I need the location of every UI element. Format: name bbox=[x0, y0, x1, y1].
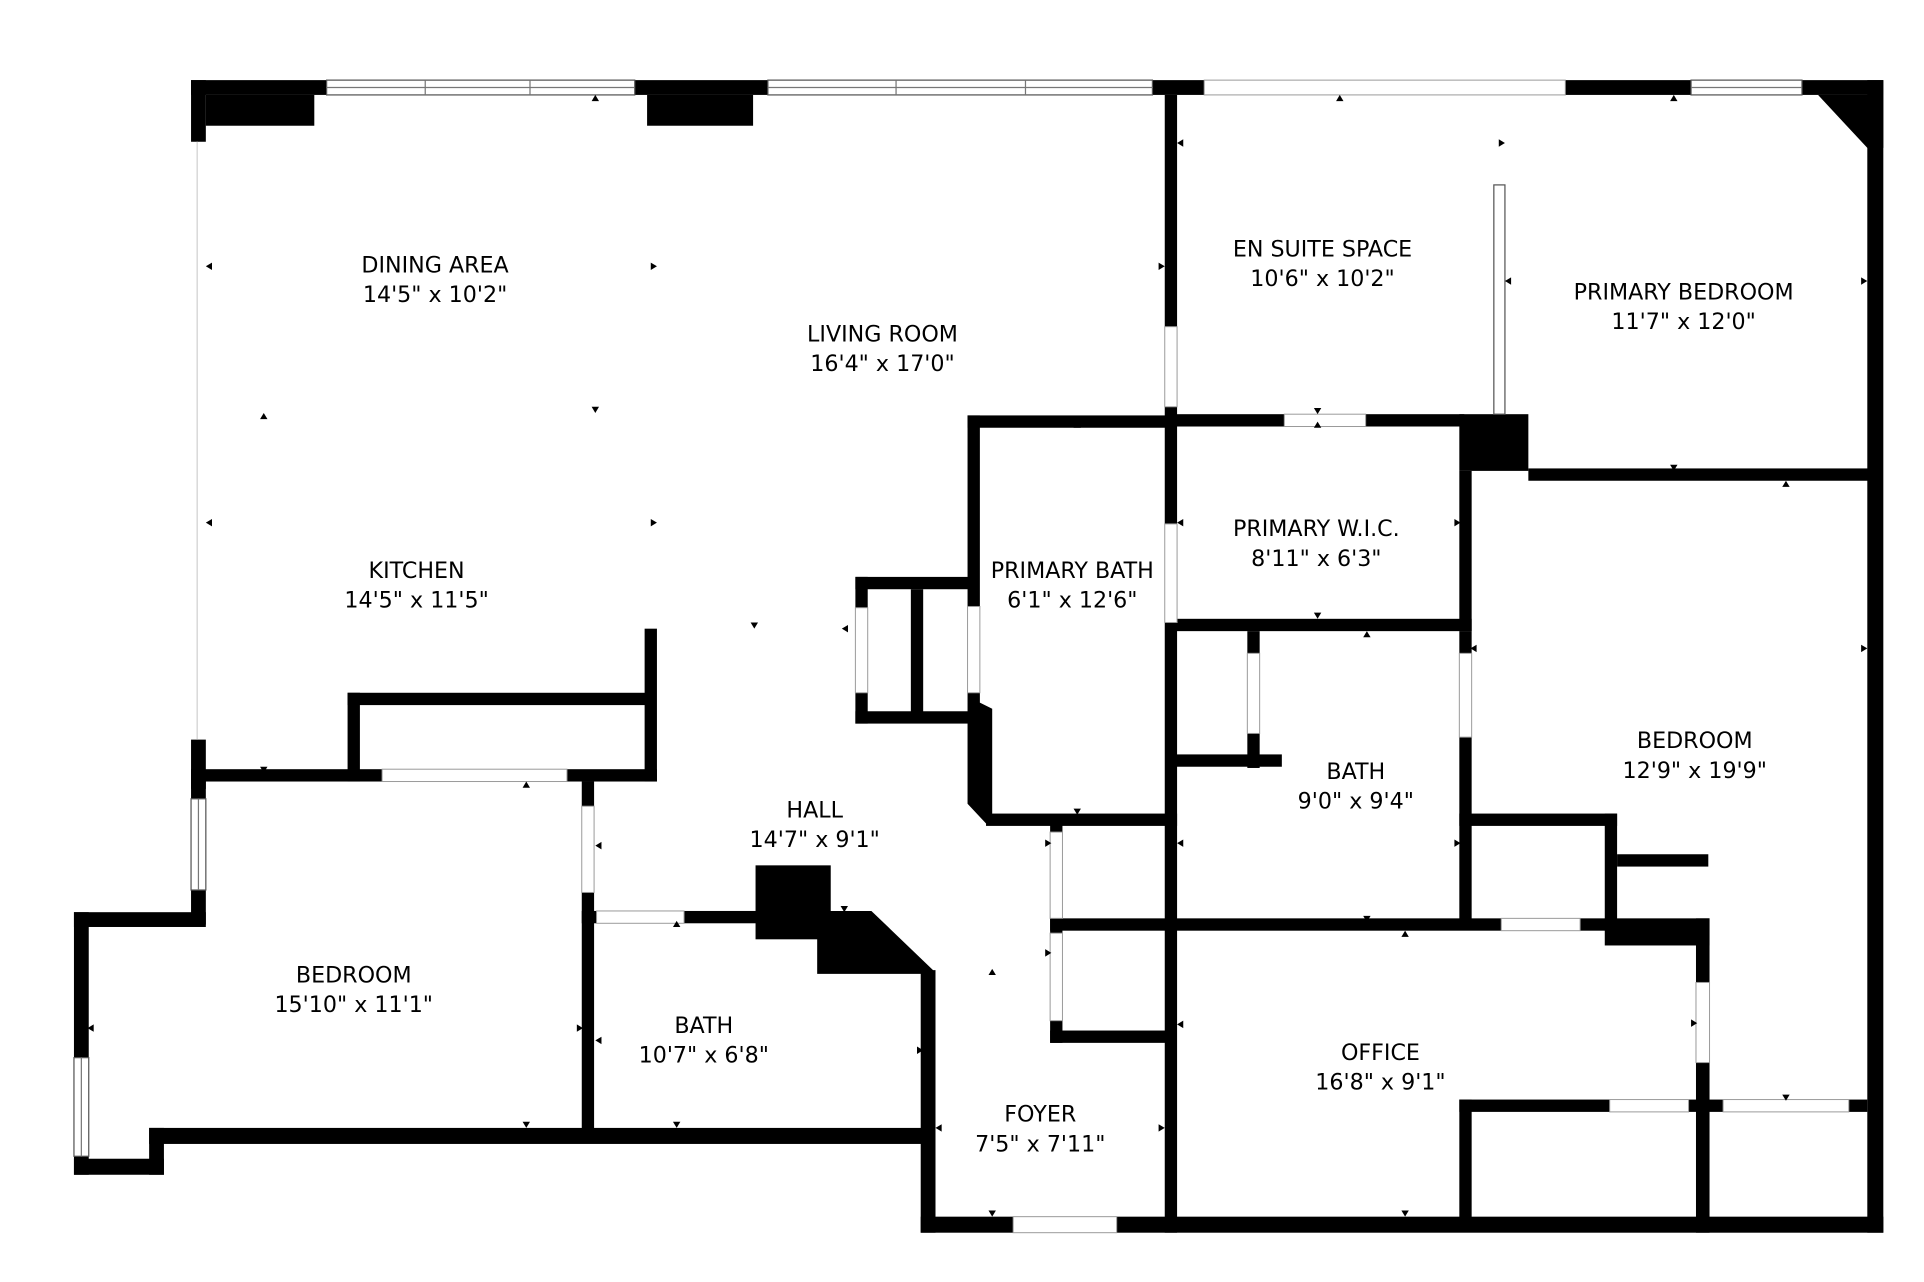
walls bbox=[73, 80, 1884, 1233]
room-name: DINING AREA bbox=[361, 252, 508, 278]
room-bath-center: BATH 9'0" x 9'4" bbox=[1298, 759, 1414, 815]
room-dimensions: 12'9" x 19'9" bbox=[1623, 758, 1767, 784]
room-name: PRIMARY BATH bbox=[991, 558, 1154, 584]
room-name: BEDROOM bbox=[296, 962, 412, 988]
door-openings bbox=[196, 141, 1850, 1234]
room-dimensions: 11'7" x 12'0" bbox=[1611, 309, 1755, 335]
room-dimensions: 6'1" x 12'6" bbox=[1007, 588, 1137, 614]
room-dining-area: DINING AREA 14'5" x 10'2" bbox=[361, 252, 508, 308]
room-name: LIVING ROOM bbox=[807, 321, 958, 347]
room-name: FOYER bbox=[1004, 1102, 1076, 1128]
room-name: PRIMARY BEDROOM bbox=[1574, 280, 1794, 306]
room-en-suite-space: EN SUITE SPACE 10'6" x 10'2" bbox=[1233, 236, 1412, 292]
room-hall: HALL 14'7" x 9'1" bbox=[750, 797, 880, 853]
room-dimensions: 14'5" x 10'2" bbox=[363, 282, 507, 308]
room-name: EN SUITE SPACE bbox=[1233, 236, 1412, 262]
room-dimensions: 9'0" x 9'4" bbox=[1298, 789, 1414, 815]
room-bath-left: BATH 10'7" x 6'8" bbox=[639, 1013, 769, 1069]
room-dimensions: 14'5" x 11'5" bbox=[344, 588, 488, 614]
room-primary-bedroom: PRIMARY BEDROOM 11'7" x 12'0" bbox=[1574, 280, 1794, 336]
room-primary-bath: PRIMARY BATH 6'1" x 12'6" bbox=[991, 558, 1154, 614]
room-dimensions: 16'8" x 9'1" bbox=[1315, 1070, 1445, 1096]
room-foyer: FOYER 7'5" x 7'11" bbox=[975, 1102, 1105, 1158]
room-name: BATH bbox=[1326, 759, 1385, 785]
room-name: BEDROOM bbox=[1637, 728, 1753, 754]
room-dimensions: 16'4" x 17'0" bbox=[810, 351, 954, 377]
room-dimensions: 10'7" x 6'8" bbox=[639, 1043, 769, 1069]
room-dimensions: 10'6" x 10'2" bbox=[1250, 266, 1394, 292]
room-name: PRIMARY W.I.C. bbox=[1233, 516, 1400, 542]
room-office: OFFICE 16'8" x 9'1" bbox=[1315, 1040, 1445, 1096]
room-name: KITCHEN bbox=[369, 558, 465, 584]
room-dimensions: 7'5" x 7'11" bbox=[975, 1131, 1105, 1157]
room-dimensions: 8'11" x 6'3" bbox=[1251, 546, 1381, 572]
room-bedroom-left: BEDROOM 15'10" x 11'1" bbox=[274, 962, 433, 1018]
room-primary-wic: PRIMARY W.I.C. 8'11" x 6'3" bbox=[1233, 516, 1400, 572]
room-living-room: LIVING ROOM 16'4" x 17'0" bbox=[807, 321, 958, 377]
room-name: HALL bbox=[786, 797, 843, 823]
room-dimensions: 15'10" x 11'1" bbox=[274, 992, 433, 1018]
dimension-markers bbox=[87, 94, 1868, 1217]
room-name: OFFICE bbox=[1341, 1040, 1420, 1066]
room-dimensions: 14'7" x 9'1" bbox=[750, 827, 880, 853]
room-name: BATH bbox=[674, 1013, 733, 1039]
windows bbox=[73, 79, 1803, 1157]
room-bedroom-right: BEDROOM 12'9" x 19'9" bbox=[1623, 728, 1767, 784]
room-kitchen: KITCHEN 14'5" x 11'5" bbox=[344, 558, 488, 614]
